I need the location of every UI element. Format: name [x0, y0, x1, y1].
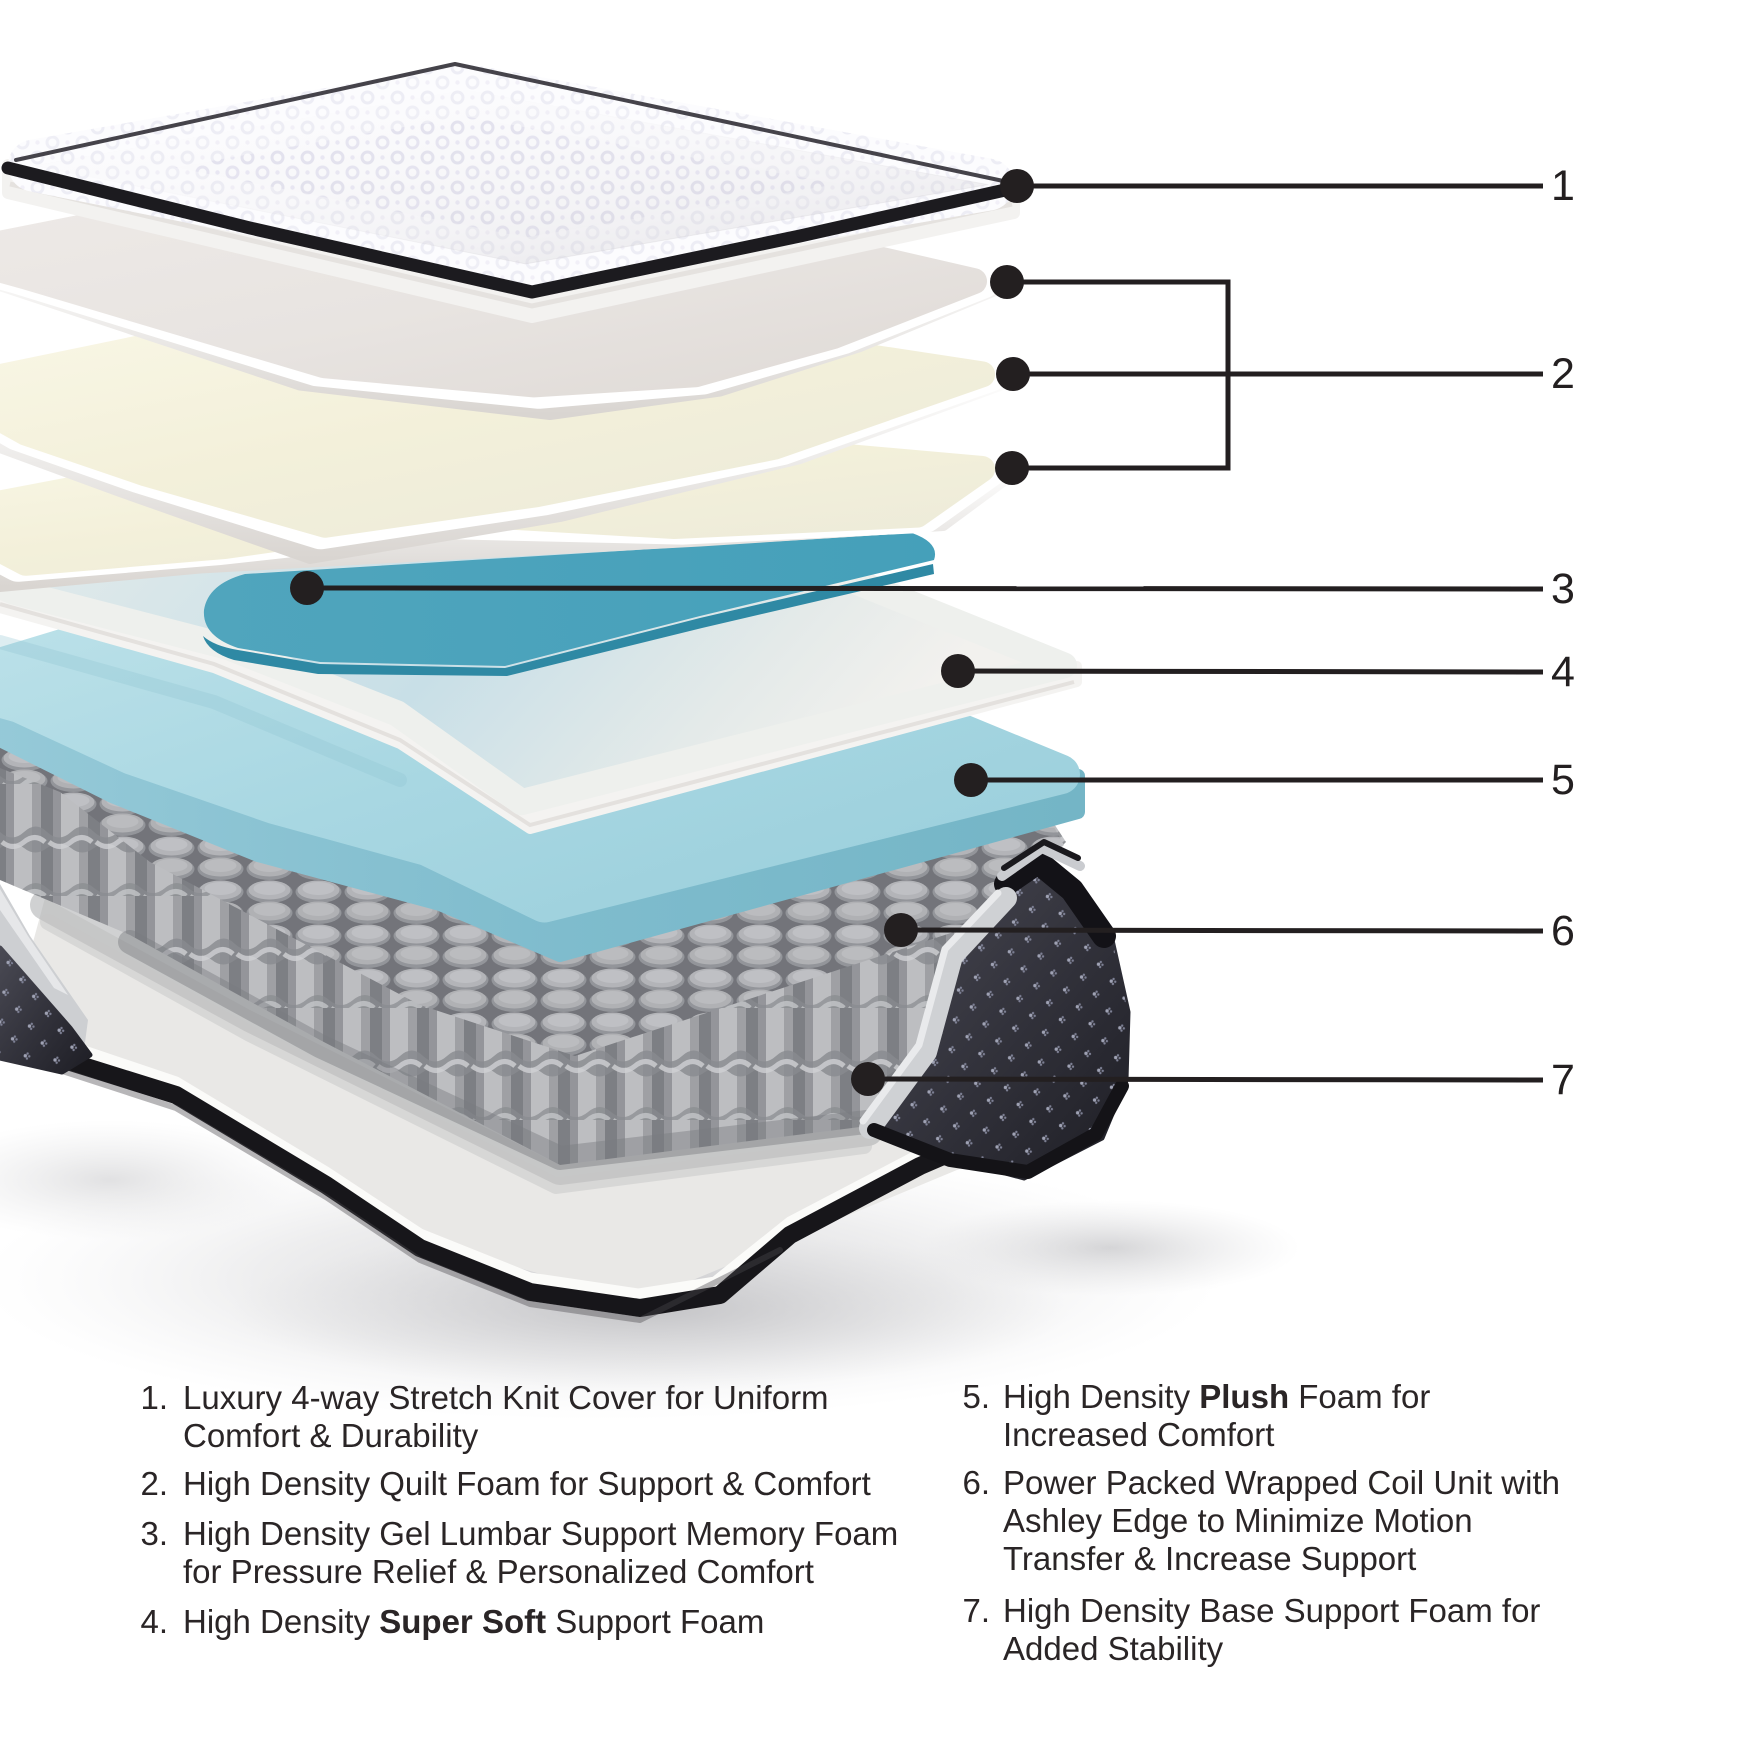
svg-text:3.: 3.: [140, 1515, 168, 1552]
svg-text:Transfer & Increase Support: Transfer & Increase Support: [1003, 1540, 1416, 1577]
svg-text:2: 2: [1551, 350, 1575, 398]
svg-text:Power Packed Wrapped Coil Unit: Power Packed Wrapped Coil Unit with: [1003, 1464, 1560, 1501]
svg-text:High Density Quilt Foam for Su: High Density Quilt Foam for Support & Co…: [183, 1465, 871, 1502]
svg-text:7: 7: [1551, 1056, 1575, 1104]
svg-text:6.: 6.: [962, 1464, 990, 1501]
svg-text:Increased Comfort: Increased Comfort: [1003, 1416, 1274, 1453]
svg-text:7.: 7.: [962, 1592, 990, 1629]
svg-text:6: 6: [1551, 907, 1575, 955]
svg-text:3: 3: [1551, 565, 1575, 613]
svg-text:Added Stability: Added Stability: [1003, 1630, 1224, 1667]
svg-text:5.: 5.: [962, 1378, 990, 1415]
svg-text:4: 4: [1551, 648, 1575, 696]
svg-text:Luxury 4-way Stretch Knit Cove: Luxury 4-way Stretch Knit Cover for Unif…: [183, 1379, 829, 1416]
svg-text:5: 5: [1551, 756, 1575, 804]
svg-text:High Density Super Soft Suppor: High Density Super Soft Support Foam: [183, 1603, 764, 1640]
svg-text:1.: 1.: [140, 1379, 168, 1416]
svg-text:4.: 4.: [140, 1603, 168, 1640]
svg-text:Comfort & Durability: Comfort & Durability: [183, 1417, 479, 1454]
svg-text:for Pressure Relief & Personal: for Pressure Relief & Personalized Comfo…: [183, 1553, 814, 1590]
svg-text:High Density Gel Lumbar Suppor: High Density Gel Lumbar Support Memory F…: [183, 1515, 898, 1552]
svg-text:1: 1: [1551, 162, 1575, 210]
svg-text:Ashley Edge to Minimize Motion: Ashley Edge to Minimize Motion: [1003, 1502, 1473, 1539]
svg-text:High Density Plush Foam for: High Density Plush Foam for: [1003, 1378, 1430, 1415]
svg-text:2.: 2.: [140, 1465, 168, 1502]
svg-text:High Density Base Support Foam: High Density Base Support Foam for: [1003, 1592, 1540, 1629]
